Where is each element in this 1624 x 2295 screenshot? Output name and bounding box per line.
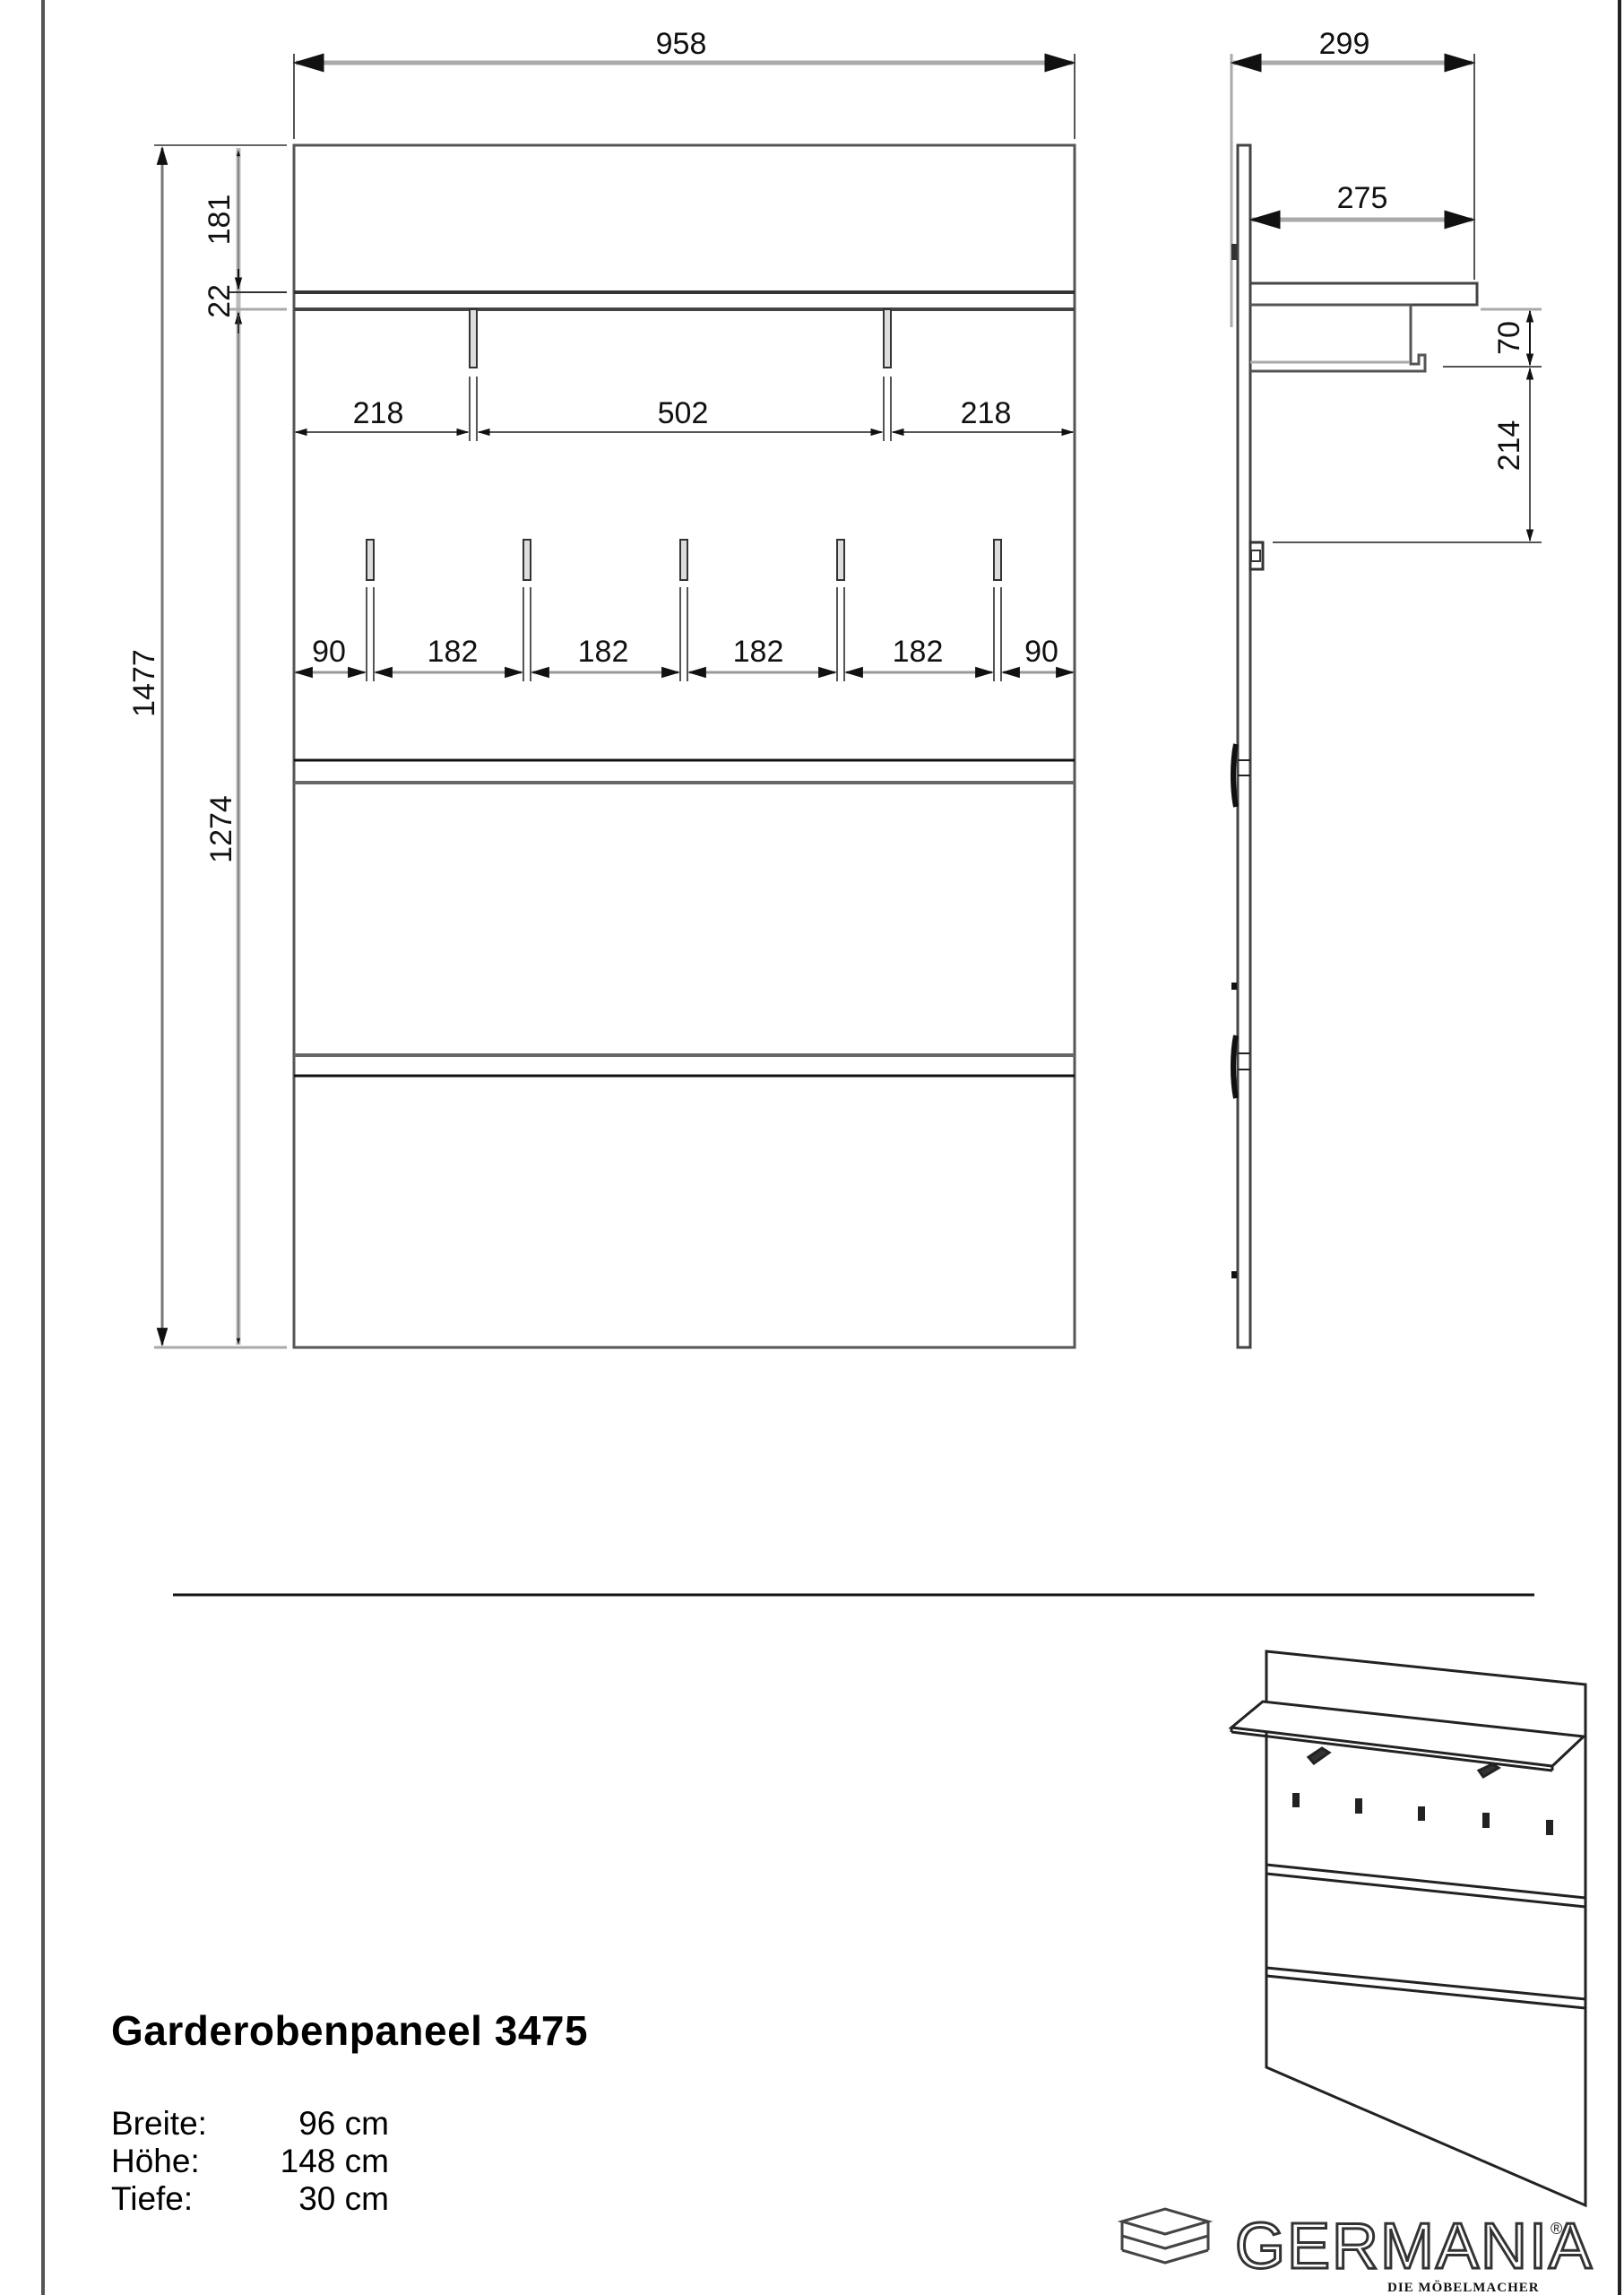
dim-shelf-thickness-label: 22 (203, 284, 237, 318)
shelf-bracket-left (469, 308, 478, 368)
isometric-view (1228, 1650, 1587, 2208)
dim-hook-1-label: 182 (428, 635, 479, 669)
spec-value: 96 cm (298, 2105, 389, 2142)
spec-value: 30 cm (298, 2180, 389, 2217)
germania-logo: GERMANIA ® DIE MÖBELMACHER (1117, 2207, 1594, 2295)
front-view: 958 1477 181 22 1274 218 502 218 (127, 27, 1076, 1349)
brand-name: GERMANIA (1235, 2211, 1594, 2282)
dim-height-total-label: 1477 (127, 649, 161, 717)
dim-width-label: 958 (656, 27, 707, 61)
product-specs: Breite: 96 cm Höhe: 148 cm Tiefe: 30 cm (111, 2105, 389, 2218)
dim-hook-offset-label: 214 (1492, 420, 1526, 472)
side-panel (1236, 143, 1252, 1349)
brand-tagline: DIE MÖBELMACHER (1387, 2280, 1540, 2295)
product-title: Garderobenpaneel 3475 (111, 2007, 589, 2054)
dim-top-gap-label: 181 (203, 195, 237, 246)
dim-hook-4-label: 182 (893, 635, 944, 669)
dim-bracket-left-label: 218 (353, 396, 404, 430)
spec-depth: Tiefe: 30 cm (111, 2180, 389, 2218)
layers-icon (1117, 2207, 1214, 2265)
dim-hook-5-label: 90 (1024, 635, 1058, 669)
spec-value: 148 cm (280, 2143, 389, 2179)
shelf-bracket-right (883, 308, 892, 368)
spec-label: Breite: (111, 2105, 207, 2142)
side-shelf (1248, 281, 1479, 307)
dim-bracket-height-label: 70 (1492, 321, 1526, 355)
dim-height-lower-label: 1274 (204, 795, 238, 863)
dim-bracket-mid-label: 502 (658, 396, 709, 430)
front-panel (292, 143, 1076, 1349)
spec-width: Breite: 96 cm (111, 2105, 389, 2143)
spec-label: Höhe: (111, 2143, 200, 2179)
spec-height: Höhe: 148 cm (111, 2143, 389, 2180)
registered-mark: ® (1551, 2220, 1562, 2238)
dim-bracket-right-label: 218 (961, 396, 1012, 430)
dim-depth-total-label: 299 (1319, 27, 1370, 61)
side-view: 299 275 70 214 (1230, 27, 1542, 1349)
spec-label: Tiefe: (111, 2180, 194, 2217)
dim-shelf-depth-label: 275 (1337, 181, 1388, 215)
dim-hook-3-label: 182 (733, 635, 784, 669)
hooks-row (366, 539, 1002, 581)
dim-hook-2-label: 182 (578, 635, 629, 669)
dim-hook-0-label: 90 (312, 635, 346, 669)
